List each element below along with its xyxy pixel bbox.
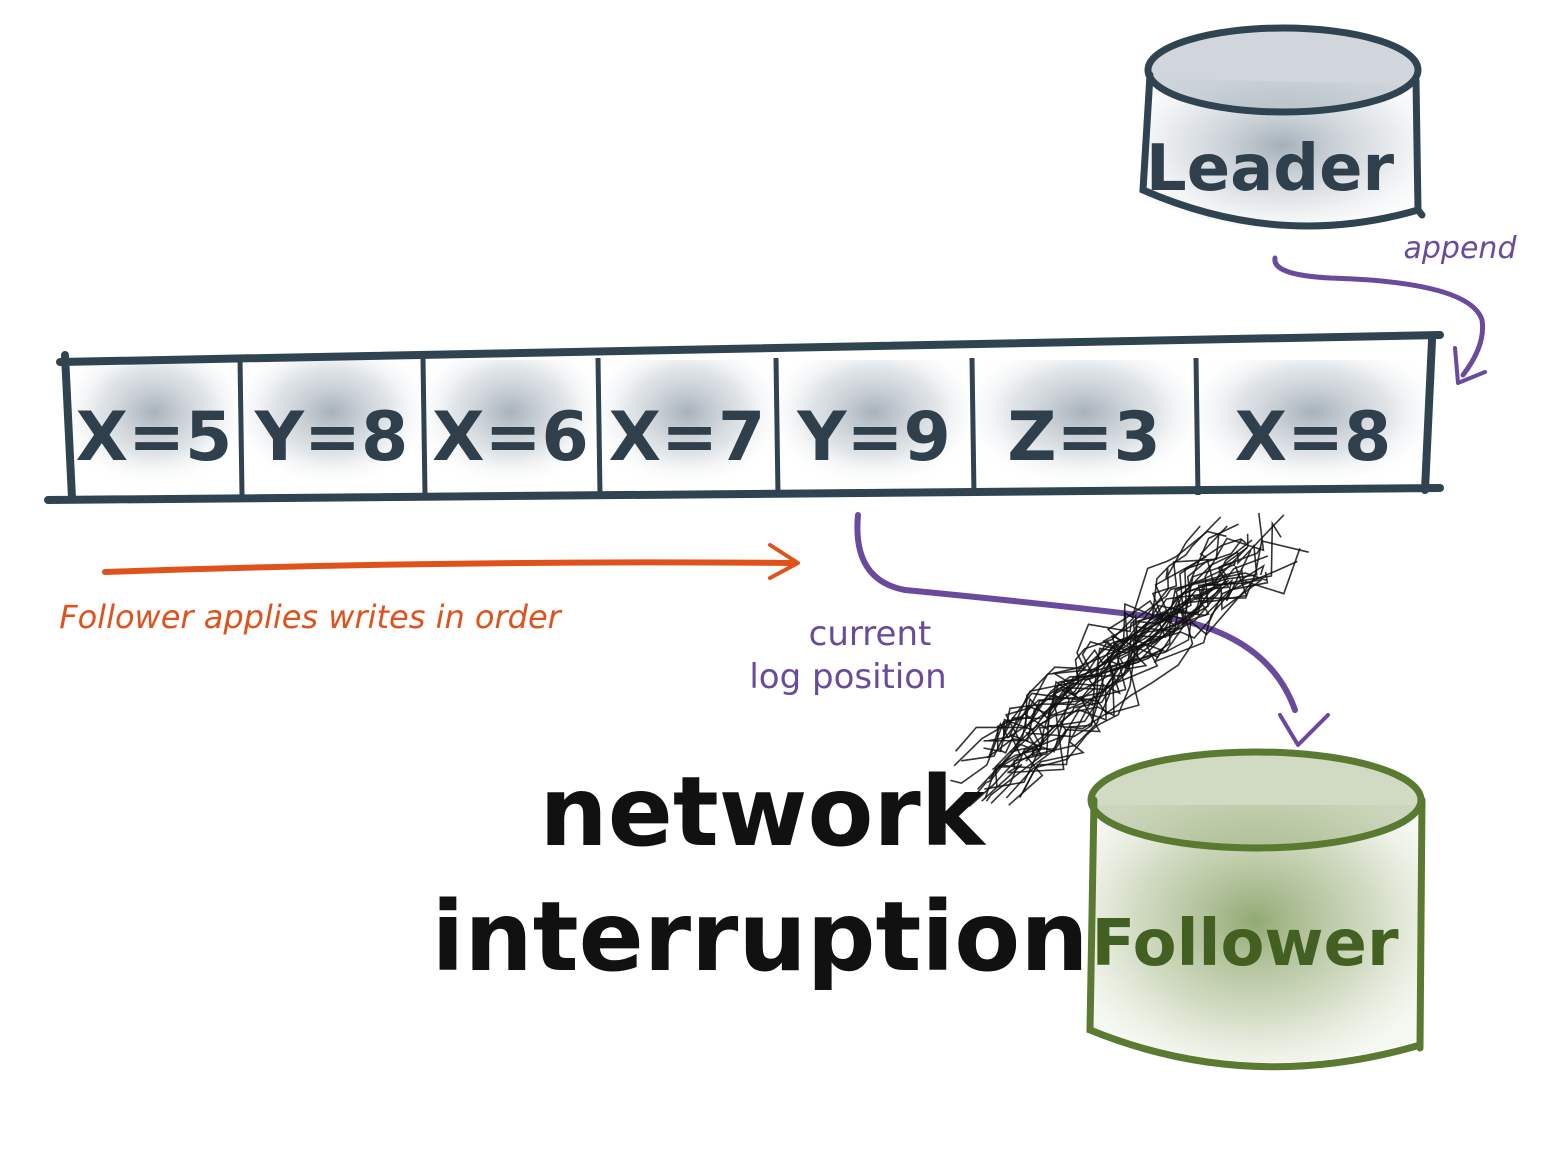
scribble-stroke <box>1008 559 1209 806</box>
current-position-arrowhead <box>1278 713 1330 747</box>
log-entry-divider <box>773 357 781 496</box>
network-label-line1: network <box>539 756 986 868</box>
scribble-stroke <box>999 525 1201 754</box>
leader-top <box>1144 24 1422 116</box>
apply-order-label: Follower applies writes in order <box>59 598 562 636</box>
append-label: append <box>1404 231 1518 266</box>
scribble-stroke <box>968 570 1241 807</box>
scribble-stroke <box>988 525 1228 780</box>
current-position-label-line2: log position <box>749 657 946 697</box>
log-entry-shade <box>427 360 594 490</box>
scribble-stroke <box>954 563 1236 752</box>
log-outline <box>44 331 1444 504</box>
log-entry-label: Z=3 <box>1007 398 1161 477</box>
log-entry-divider <box>595 357 603 496</box>
scribble-stroke <box>1021 523 1239 794</box>
log-entry: X=5 <box>72 360 236 490</box>
network-label-line2: interruption <box>431 881 1088 993</box>
scribble-stroke <box>1009 512 1265 753</box>
log-entry-divider <box>969 357 977 496</box>
current-position-arrow: current log position <box>749 512 1330 747</box>
replication-log: X=5 Y=8 X=6 X=7 Y=9 Z=3 X=8 <box>44 331 1444 504</box>
append-arrow: append <box>1272 231 1518 385</box>
log-entry-shade <box>244 360 419 490</box>
log-entry-label: Y=9 <box>796 398 951 477</box>
follower-outline <box>1086 796 1426 1071</box>
network-interruption-label: network interruption <box>431 756 1088 993</box>
apply-order-arrow: Follower applies writes in order <box>59 543 800 636</box>
log-entry: X=8 <box>1193 357 1426 496</box>
log-entry-label: X=6 <box>432 398 589 477</box>
follower-label: Follower <box>1091 907 1398 981</box>
scribble-stroke <box>1002 546 1248 741</box>
leader-label: Leader <box>1146 132 1395 206</box>
apply-order-arrowhead <box>768 543 800 580</box>
log-entry-shade <box>780 360 968 490</box>
follower-database: Follower <box>1086 748 1426 1071</box>
scribble-stroke <box>1002 539 1243 741</box>
log-entry: Z=3 <box>969 357 1192 496</box>
current-position-label-line1: current <box>809 614 932 654</box>
log-entry-divider <box>420 357 428 496</box>
follower-top <box>1087 748 1425 852</box>
log-entry-label: X=5 <box>76 398 233 477</box>
log-entry-label: Y=8 <box>254 398 409 477</box>
leader-database: Leader <box>1139 24 1426 230</box>
log-entry: X=7 <box>595 357 772 496</box>
scribble-stroke <box>983 544 1258 753</box>
scribble-stroke <box>988 579 1230 742</box>
leader-body <box>1143 78 1420 229</box>
log-entry-shade <box>602 360 772 490</box>
append-arrowhead <box>1453 346 1487 385</box>
scribble-stroke <box>983 578 1263 742</box>
log-entry: Y=8 <box>237 357 419 496</box>
log-entry-shade <box>1200 360 1426 490</box>
scribble-stroke <box>1019 549 1252 798</box>
log-entry-label: X=7 <box>609 398 766 477</box>
log-entry-divider <box>1193 357 1201 496</box>
log-entry-label: X=8 <box>1235 398 1392 477</box>
log-entry-shade <box>72 360 236 490</box>
log-cells: X=5 Y=8 X=6 X=7 Y=9 Z=3 X=8 <box>72 357 1426 496</box>
log-entry: X=6 <box>420 357 594 496</box>
scribble-stroke <box>950 560 1298 784</box>
log-entry-divider <box>237 357 245 496</box>
scribble-stroke <box>1017 559 1216 743</box>
leader-outline <box>1139 71 1426 230</box>
network-break-scribble <box>950 512 1309 810</box>
log-entry-shade <box>976 360 1192 490</box>
scribble-stroke <box>1005 540 1309 799</box>
follower-body <box>1090 805 1420 1063</box>
log-entry: Y=9 <box>773 357 968 496</box>
